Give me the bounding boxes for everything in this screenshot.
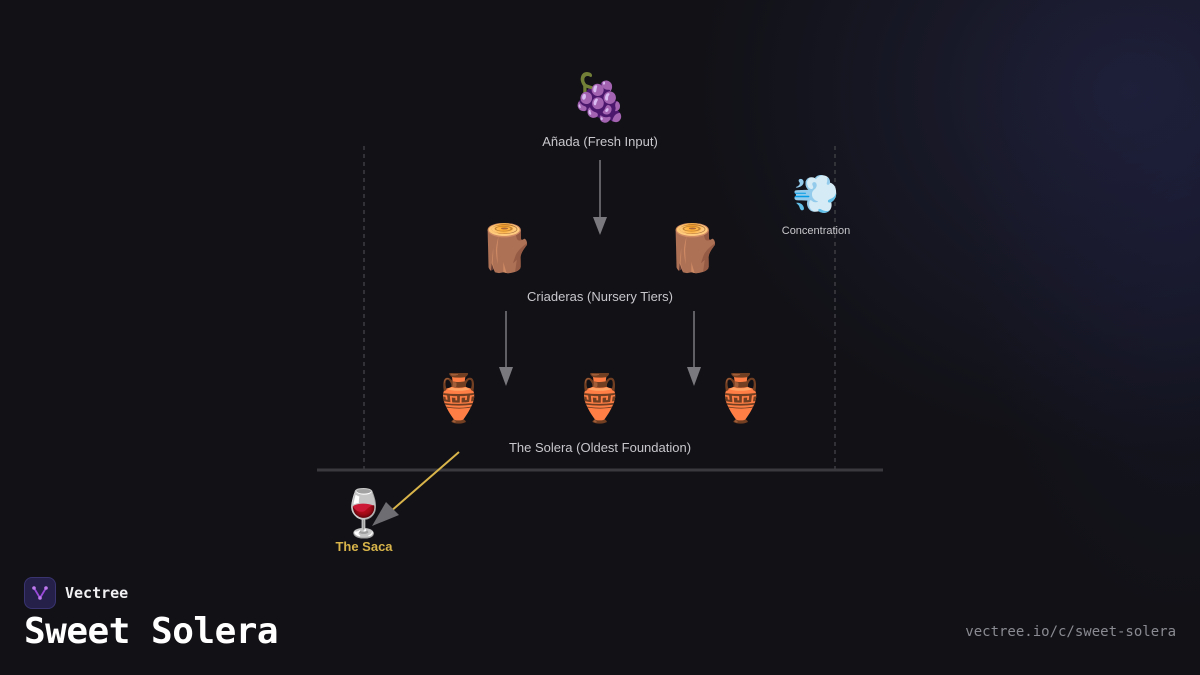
brand-name: Vectree (65, 584, 129, 602)
wine-glass-icon: 🍷 (335, 486, 393, 540)
arrow-solera-to-saca (389, 451, 460, 513)
arrowhead-input (593, 217, 607, 235)
log-icon: 🪵 (665, 221, 723, 275)
vectree-logo-icon (24, 577, 56, 609)
arrowhead-criadera-right (687, 367, 701, 386)
input-label: Añada (Fresh Input) (542, 134, 658, 149)
arrowhead-criadera-left (499, 367, 513, 386)
amphora-icon: 🏺 (571, 371, 629, 425)
page-title: Sweet Solera (24, 611, 279, 652)
grapes-icon: 🍇 (571, 70, 629, 124)
brand: Vectree (24, 577, 128, 609)
criaderas-label: Criaderas (Nursery Tiers) (527, 289, 673, 304)
concentration-label: Concentration (781, 225, 851, 237)
arrowhead-saca (372, 502, 399, 526)
amphora-icon: 🏺 (712, 371, 770, 425)
saca-label: The Saca (335, 539, 393, 554)
dash-symbol-icon: 💨 (792, 172, 840, 216)
solera-label: The Solera (Oldest Foundation) (508, 440, 692, 455)
amphora-icon: 🏺 (430, 371, 488, 425)
log-icon: 🪵 (477, 221, 535, 275)
page-url: vectree.io/c/sweet-solera (965, 624, 1176, 640)
